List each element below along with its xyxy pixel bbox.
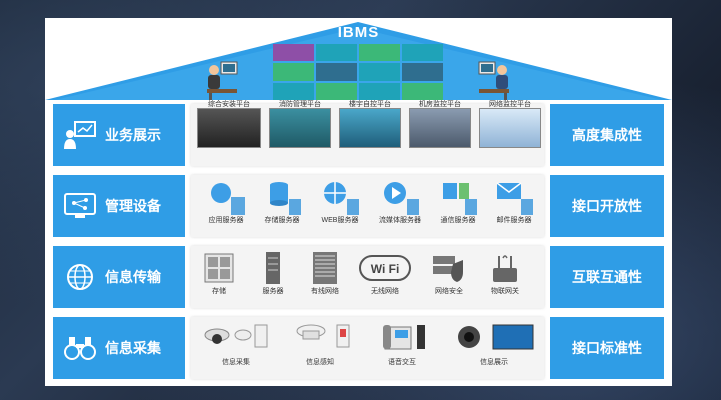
globe-icon bbox=[63, 262, 97, 292]
row-business-display: 业务展示 综合安装平台 消防管理平台 楼宇自控平台 机房监控平台 网络监控平台 bbox=[45, 101, 672, 168]
server-caption: 应用服务器 bbox=[208, 217, 244, 224]
network-item: 服务器 bbox=[253, 250, 293, 295]
wifi-logo-text: Wi Fi bbox=[370, 262, 400, 276]
server-item: 通信服务器 bbox=[433, 179, 483, 224]
layer-label-text: 管理设备 bbox=[105, 198, 161, 214]
platform-caption: 综合安装平台 bbox=[208, 101, 250, 108]
platform-caption: 网络监控平台 bbox=[489, 101, 531, 108]
feature-label: 高度集成性 bbox=[550, 104, 664, 166]
dashboard-tiles bbox=[273, 44, 443, 100]
platform-caption: 机房监控平台 bbox=[419, 101, 461, 108]
layer-label: 管理设备 bbox=[53, 175, 185, 237]
layer-label-text: 业务展示 bbox=[105, 127, 161, 143]
presenter-icon bbox=[63, 120, 97, 150]
server-item: 存储服务器 bbox=[257, 179, 307, 224]
network-caption: 无线网络 bbox=[371, 288, 399, 295]
server-item: 邮件服务器 bbox=[489, 179, 539, 224]
row-information-transfer: 信息传输 存储 服务器 有线网络 Wi Fi 无线网络 网络安全 bbox=[45, 244, 672, 310]
server-item: WEB服务器 bbox=[315, 179, 365, 224]
device-item: 信息采集 bbox=[201, 321, 271, 366]
operator-left-icon bbox=[207, 61, 238, 100]
device-caption: 信息采集 bbox=[222, 359, 250, 366]
layer-label: 信息采集 bbox=[53, 317, 185, 379]
server-list: 应用服务器 存储服务器 WEB服务器 流媒体服务器 通信服务器 邮件服务器 bbox=[191, 175, 544, 237]
network-item: 网络安全 bbox=[429, 250, 469, 295]
server-item: 流媒体服务器 bbox=[375, 179, 425, 224]
row-information-collection: 信息采集 信息采集 信息感知 语音交互 信息展示 接口标准性 bbox=[45, 315, 672, 381]
layer-label-text: 信息采集 bbox=[105, 340, 161, 356]
network-caption: 存储 bbox=[212, 288, 226, 295]
server-caption: 流媒体服务器 bbox=[379, 217, 421, 224]
network-caption: 物联网关 bbox=[491, 288, 519, 295]
diagram-title: IBMS bbox=[337, 24, 380, 41]
device-caption: 信息展示 bbox=[480, 359, 508, 366]
device-item: 语音交互 bbox=[367, 321, 437, 366]
binoculars-icon bbox=[63, 333, 97, 363]
ibms-diagram: IBMS 业务展示 综合安装平台 bbox=[45, 18, 672, 386]
device-item: 信息感知 bbox=[285, 321, 355, 366]
server-caption: WEB服务器 bbox=[321, 217, 359, 224]
network-item: 存储 bbox=[199, 250, 239, 295]
device-caption: 语音交互 bbox=[388, 359, 416, 366]
network-item: 有线网络 bbox=[305, 250, 345, 295]
feature-label: 接口标准性 bbox=[550, 317, 664, 379]
layer-label: 业务展示 bbox=[53, 104, 185, 166]
platform-screens: 综合安装平台 消防管理平台 楼宇自控平台 机房监控平台 网络监控平台 bbox=[191, 101, 544, 166]
network-item: 物联网关 bbox=[485, 250, 525, 295]
layer-label: 信息传输 bbox=[53, 246, 185, 308]
feature-label: 接口开放性 bbox=[550, 175, 664, 237]
server-caption: 存储服务器 bbox=[264, 217, 300, 224]
device-list: 信息采集 信息感知 语音交互 信息展示 bbox=[191, 317, 544, 379]
layer-label-text: 信息传输 bbox=[105, 269, 161, 285]
device-caption: 信息感知 bbox=[306, 359, 334, 366]
network-caption: 有线网络 bbox=[311, 288, 339, 295]
feature-label: 互联互通性 bbox=[550, 246, 664, 308]
row-management-devices: 管理设备 应用服务器 存储服务器 WEB服务器 流媒体服务器 通信服务器 bbox=[45, 173, 672, 239]
monitor-network-icon bbox=[63, 191, 97, 221]
network-caption: 服务器 bbox=[262, 288, 284, 295]
roof bbox=[45, 22, 672, 100]
server-item: 应用服务器 bbox=[201, 179, 251, 224]
network-list: 存储 服务器 有线网络 Wi Fi 无线网络 网络安全 物联网关 bbox=[191, 246, 544, 308]
device-item: 信息展示 bbox=[449, 321, 539, 366]
server-caption: 通信服务器 bbox=[440, 217, 476, 224]
platform-caption: 楼宇自控平台 bbox=[349, 101, 391, 108]
network-item: Wi Fi 无线网络 bbox=[357, 250, 413, 295]
operator-right-icon bbox=[478, 61, 509, 100]
platform-caption: 消防管理平台 bbox=[279, 101, 321, 108]
server-caption: 邮件服务器 bbox=[496, 217, 532, 224]
network-caption: 网络安全 bbox=[435, 288, 463, 295]
